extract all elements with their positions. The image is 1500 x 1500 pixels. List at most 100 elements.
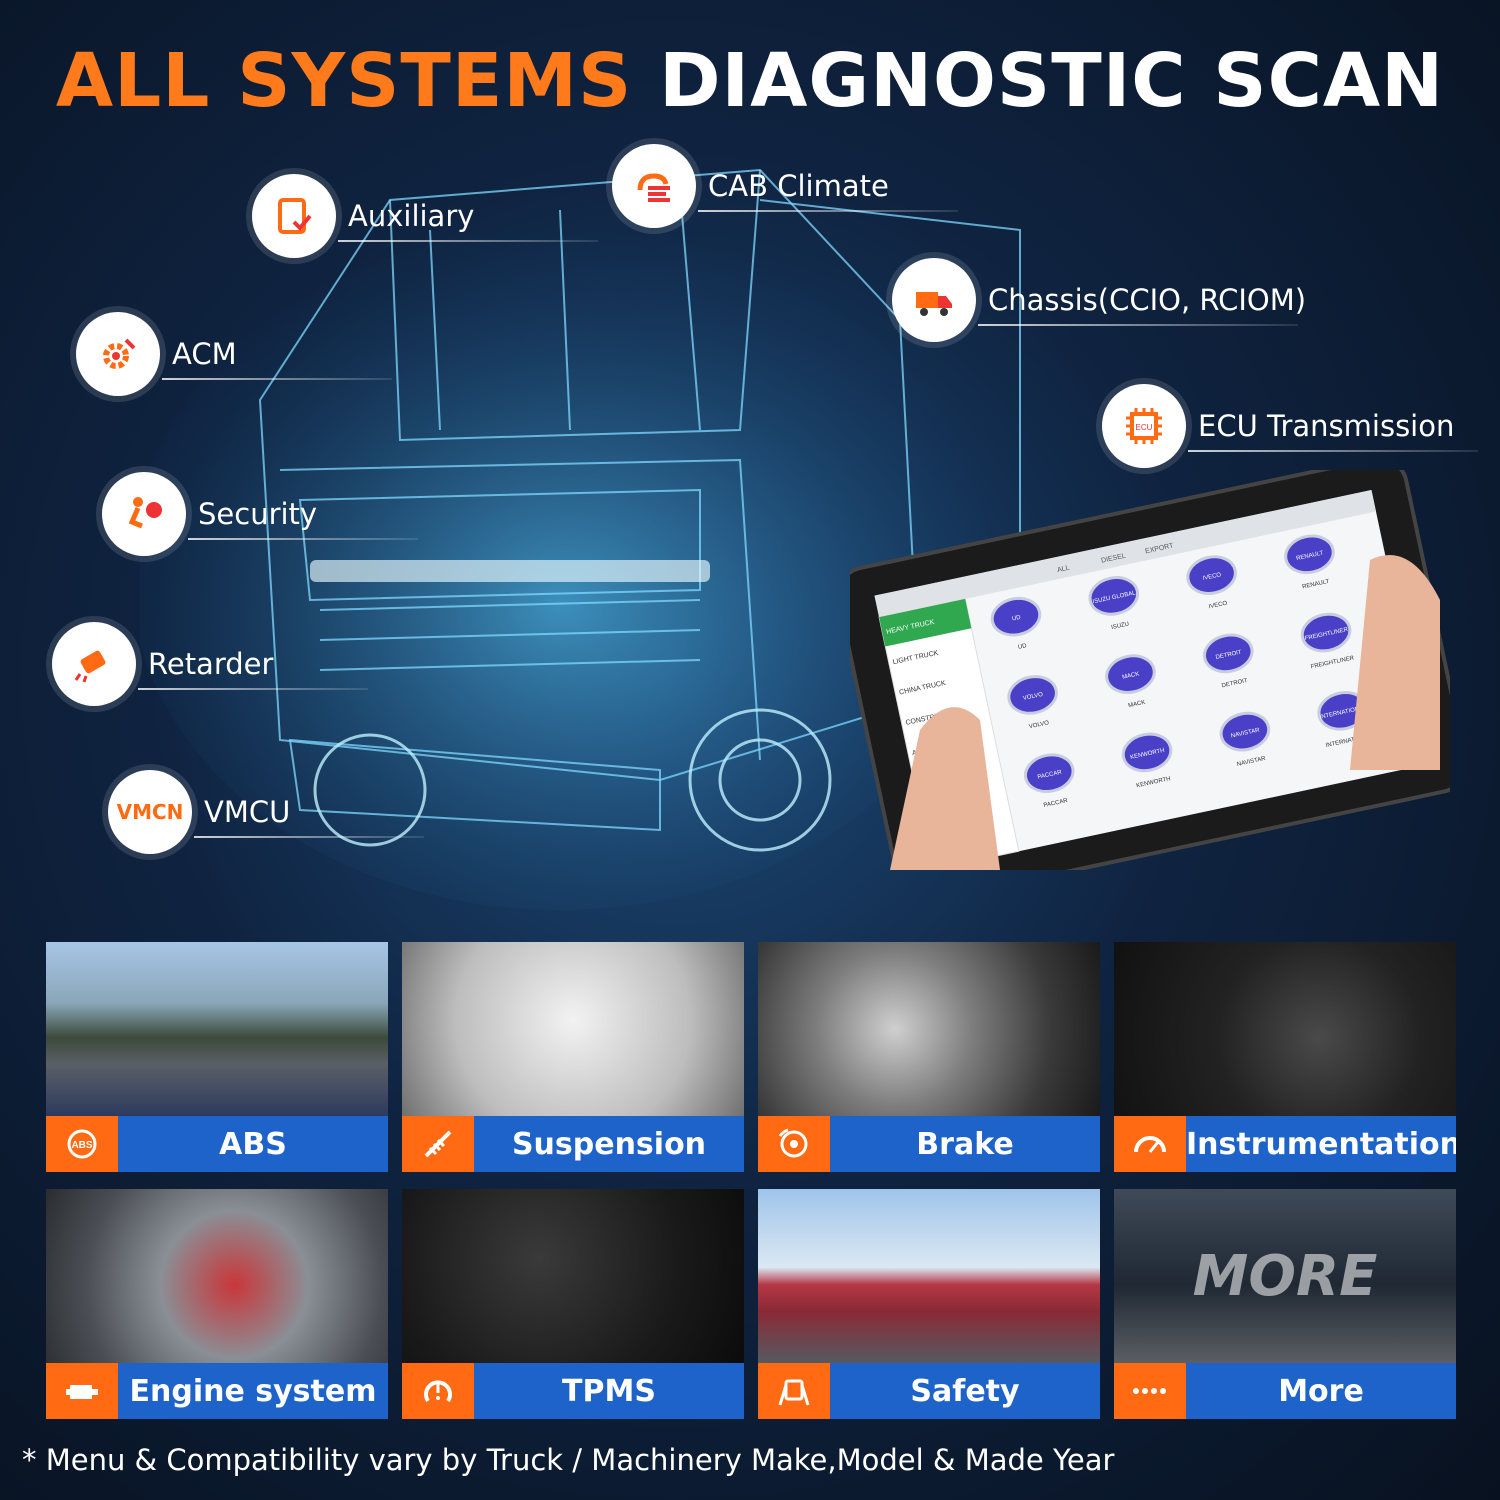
tablet-brand-badge[interactable] — [1103, 652, 1157, 697]
tile-bar: Suspension — [402, 1116, 744, 1172]
tablet-brand-badge-text: VOLVO — [1023, 692, 1044, 702]
tablet-brand-name: IVECO — [1208, 600, 1228, 610]
callout-line — [338, 240, 598, 242]
more-overlay-text: MORE — [1192, 1243, 1378, 1309]
tile-name: ABS — [219, 1126, 287, 1162]
safety-icon — [758, 1363, 830, 1419]
tile-bar: TPMS — [402, 1363, 744, 1419]
photo-truck-road — [46, 942, 388, 1116]
photo-engine — [46, 1189, 388, 1363]
tablet-brand-badge-text: IVECO — [1202, 572, 1222, 582]
callout-line — [698, 210, 958, 212]
gauge-icon — [1114, 1116, 1186, 1172]
photo-suspension — [402, 942, 744, 1116]
tablet-brand-badge-text: MACK — [1122, 671, 1140, 680]
callout-label: VMCU — [204, 795, 291, 829]
tile-bar: Engine system — [46, 1363, 388, 1419]
tile-bar: Instrumentation — [1114, 1116, 1456, 1172]
ecu-chip-icon: ECU — [1102, 384, 1186, 468]
tpms-icon — [402, 1363, 474, 1419]
callout-retarder: Retarder — [52, 622, 368, 706]
gear-icon — [76, 312, 160, 396]
tile-safety[interactable]: Safety — [758, 1189, 1100, 1419]
title-part-orange: ALL SYSTEMS — [55, 38, 633, 124]
suspension-icon — [402, 1116, 474, 1172]
tile-name: Engine system — [129, 1373, 377, 1409]
climate-icon — [612, 144, 696, 228]
tablet-brand-badge[interactable] — [989, 594, 1043, 639]
tile-abs[interactable]: ABS ABS — [46, 942, 388, 1172]
tablet-brand-badge[interactable] — [1184, 553, 1238, 598]
tile-engine-system[interactable]: Engine system — [46, 1189, 388, 1419]
callout-cab-climate: CAB Climate — [612, 144, 958, 228]
tile-name: Safety — [910, 1373, 1020, 1409]
tablet-brand-badge[interactable] — [1218, 709, 1272, 754]
callout-label: ECU Transmission — [1198, 409, 1455, 443]
tablet-brand-badge-text: PACCAR — [1037, 770, 1063, 781]
callout-line — [1188, 450, 1478, 452]
chassis-truck-icon — [892, 258, 976, 342]
callout-line — [978, 324, 1298, 326]
callout-line — [188, 538, 418, 540]
vmcn-badge-text: VMCN — [116, 800, 184, 824]
tablet-brand-badge[interactable] — [1005, 672, 1059, 717]
photo-red-truck — [758, 1189, 1100, 1363]
svg-text:ABS: ABS — [71, 1140, 92, 1151]
callout-label: CAB Climate — [708, 169, 889, 203]
tile-bar: More — [1114, 1363, 1456, 1419]
vmcn-icon: VMCN — [108, 770, 192, 854]
tablet-brand-name: RENAULT — [1302, 579, 1331, 591]
tile-bar: Safety — [758, 1363, 1100, 1419]
tablet-brand-badge-text: UD — [1012, 615, 1022, 623]
photo-tire-gauge — [402, 1189, 744, 1363]
callout-line — [194, 836, 424, 838]
truck-wireframe-illustration — [140, 168, 1021, 910]
tablet-brand-badge[interactable] — [1299, 610, 1353, 655]
tile-name: TPMS — [562, 1373, 656, 1409]
tablet-brand-badge[interactable] — [1087, 573, 1141, 618]
title-part-white: DIAGNOSTIC SCAN — [659, 38, 1445, 124]
callout-chassis: Chassis(CCIO, RCIOM) — [892, 258, 1306, 342]
callout-label: Security — [198, 497, 318, 531]
callout-security: Security — [102, 472, 418, 556]
tile-name: Instrumentation — [1186, 1126, 1456, 1162]
tablet-brand-name: ISUZU — [1111, 621, 1130, 631]
tile-tpms[interactable]: TPMS — [402, 1189, 744, 1419]
callout-ecu-transmission: ECU ECU Transmission — [1102, 384, 1478, 468]
tablet-tab: ALL — [1057, 565, 1071, 574]
photo-dashboard-gauges — [1114, 942, 1456, 1116]
engine-icon — [46, 1363, 118, 1419]
brake-icon — [758, 1116, 830, 1172]
tablet-brand-badge-text: DETROIT — [1215, 650, 1242, 661]
callout-label: Retarder — [148, 647, 274, 681]
auxiliary-icon — [252, 174, 336, 258]
tile-suspension[interactable]: Suspension — [402, 942, 744, 1172]
tile-instrumentation[interactable]: Instrumentation — [1114, 942, 1456, 1172]
tablet-brand-badge[interactable] — [1282, 532, 1336, 577]
callout-auxiliary: Auxiliary — [252, 174, 598, 258]
compatibility-footnote: * Menu & Compatibility vary by Truck / M… — [22, 1443, 1115, 1477]
tablet-brand-badge-text: RENAULT — [1296, 550, 1325, 562]
photo-dark-truck: MORE — [1114, 1189, 1456, 1363]
callout-line — [138, 688, 368, 690]
airbag-icon — [102, 472, 186, 556]
callout-label: ACM — [172, 337, 237, 371]
tile-name: Suspension — [511, 1126, 707, 1162]
callout-line — [162, 378, 392, 380]
tile-more[interactable]: MORE More — [1114, 1189, 1456, 1419]
tablet-brand-name: MACK — [1128, 700, 1146, 709]
tablet-brand-badge[interactable] — [1201, 631, 1255, 676]
tablet-brand-name: DETROIT — [1221, 678, 1248, 689]
tablet-brand-badge[interactable] — [1022, 751, 1076, 796]
tablet-brand-badge[interactable] — [1120, 730, 1174, 775]
tablet-brand-name: VOLVO — [1029, 720, 1050, 730]
photo-brake-disc — [758, 942, 1100, 1116]
svg-text:ECU: ECU — [1136, 423, 1153, 432]
tile-brake[interactable]: Brake — [758, 942, 1100, 1172]
callout-acm: ACM — [76, 312, 392, 396]
tile-name: Brake — [916, 1126, 1014, 1162]
more-dots-icon — [1114, 1363, 1186, 1419]
callout-label: Auxiliary — [348, 199, 475, 233]
callout-vmcu: VMCN VMCU — [108, 770, 424, 854]
